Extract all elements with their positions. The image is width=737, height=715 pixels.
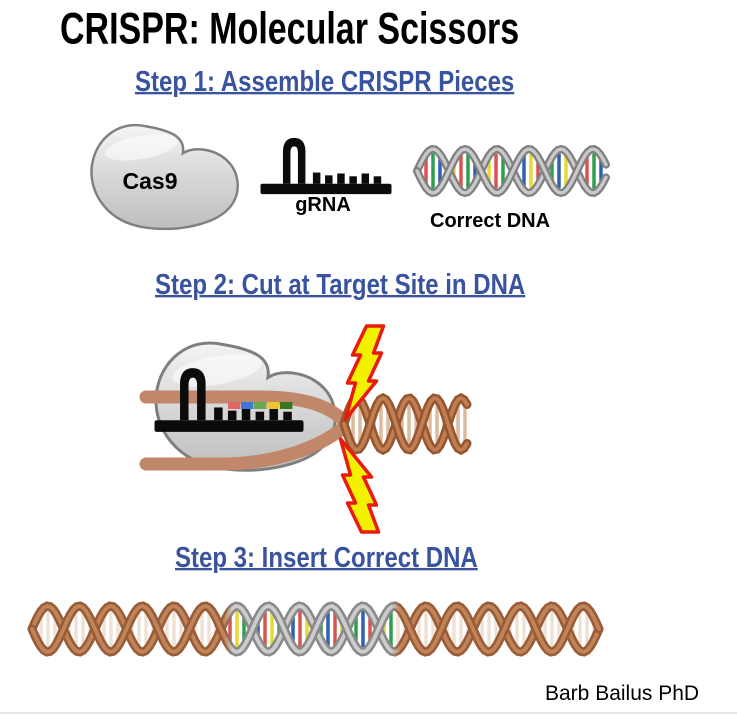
grna-label: gRNA (295, 194, 351, 216)
step1-heading: Step 1: Assemble CRISPR Pieces (135, 66, 515, 98)
dna-strand-lower (139, 421, 350, 471)
dna-strand-upper (139, 390, 350, 427)
correct-dna-label: Correct DNA (430, 210, 551, 232)
step2-heading: Step 2: Cut at Target Site in DNA (155, 269, 526, 301)
step3-heading: Step 3: Insert Correct DNA (175, 542, 478, 574)
cas9-label: Cas9 (122, 168, 178, 194)
guide-match-strip (228, 402, 293, 409)
credit-text: Barb Bailus PhD (545, 682, 700, 705)
grna-icon (260, 137, 392, 195)
bottom-divider (0, 712, 737, 714)
cut-dna-helix (339, 392, 472, 456)
page-title: CRISPR: Molecular Scissors (60, 4, 520, 55)
correct-dna-helix-icon (413, 144, 610, 198)
cas9-cutting-dna-illustration (139, 324, 472, 534)
repaired-dna-helix-icon (27, 601, 604, 657)
